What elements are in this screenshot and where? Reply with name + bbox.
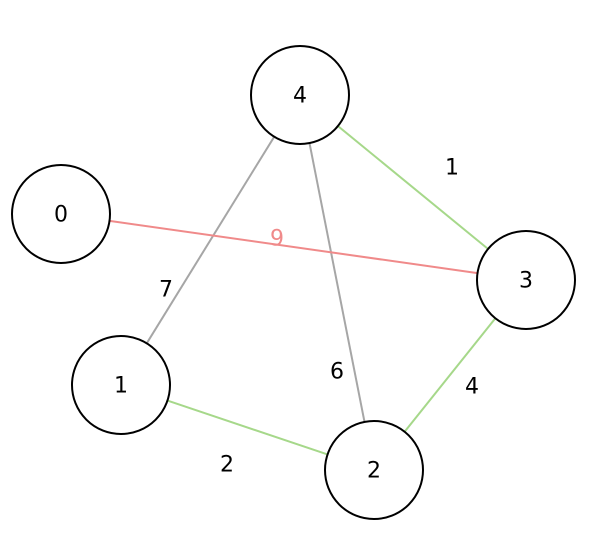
edge-0-3 xyxy=(109,219,478,275)
edge-labels-layer: 7 6 1 9 2 4 xyxy=(159,156,479,478)
node-0: 0 xyxy=(11,164,111,264)
edge-weight-label: 6 xyxy=(330,360,344,385)
node-4: 4 xyxy=(250,45,350,145)
edge-4-1 xyxy=(145,136,276,344)
node-3: 3 xyxy=(476,230,576,330)
node-circle xyxy=(324,420,424,520)
node-circle xyxy=(11,164,111,264)
node-2: 2 xyxy=(324,420,424,520)
edge-3-2 xyxy=(403,317,497,433)
node-label: 3 xyxy=(519,269,533,294)
node-label: 2 xyxy=(367,459,381,484)
node-1: 1 xyxy=(71,335,171,435)
edge-weight-label: 1 xyxy=(445,156,459,181)
node-label: 0 xyxy=(54,203,68,228)
node-label: 1 xyxy=(114,374,128,399)
edge-weight-label: 4 xyxy=(465,375,479,400)
node-label: 4 xyxy=(293,84,307,109)
edge-1-2 xyxy=(167,399,328,456)
edges-layer xyxy=(109,125,497,456)
node-circle xyxy=(476,230,576,330)
node-circle xyxy=(250,45,350,145)
edge-4-3 xyxy=(337,125,489,250)
edge-weight-label: 7 xyxy=(159,278,173,303)
edge-weight-label: 2 xyxy=(220,453,234,478)
edge-weight-label: 9 xyxy=(270,227,284,252)
nodes-layer: 0 1 2 3 4 xyxy=(11,45,576,520)
node-circle xyxy=(71,335,171,435)
edge-4-2 xyxy=(308,142,366,423)
